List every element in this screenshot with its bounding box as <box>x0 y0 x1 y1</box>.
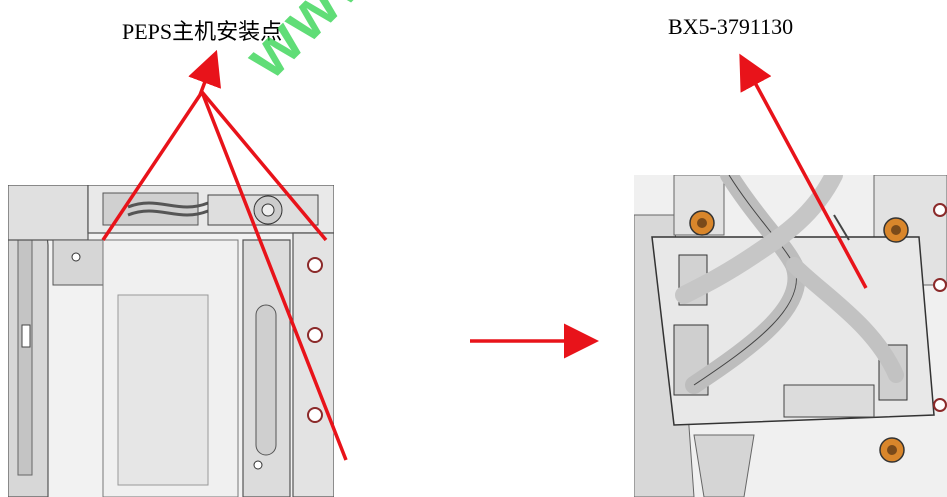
callout-line <box>200 90 328 242</box>
nut-icon <box>883 217 909 243</box>
peps-module-image <box>634 175 947 497</box>
callout-arrow <box>188 49 222 96</box>
peps-mount-point-label: PEPS主机安装点 <box>122 19 283 44</box>
mount-location-image <box>8 185 334 497</box>
callout-line <box>200 91 348 461</box>
nut-icon <box>689 210 715 236</box>
callout-line <box>101 91 204 241</box>
part-number-label: BX5-3791130 <box>668 14 794 39</box>
nut-icon <box>879 437 905 463</box>
callout-arrow <box>739 53 868 289</box>
